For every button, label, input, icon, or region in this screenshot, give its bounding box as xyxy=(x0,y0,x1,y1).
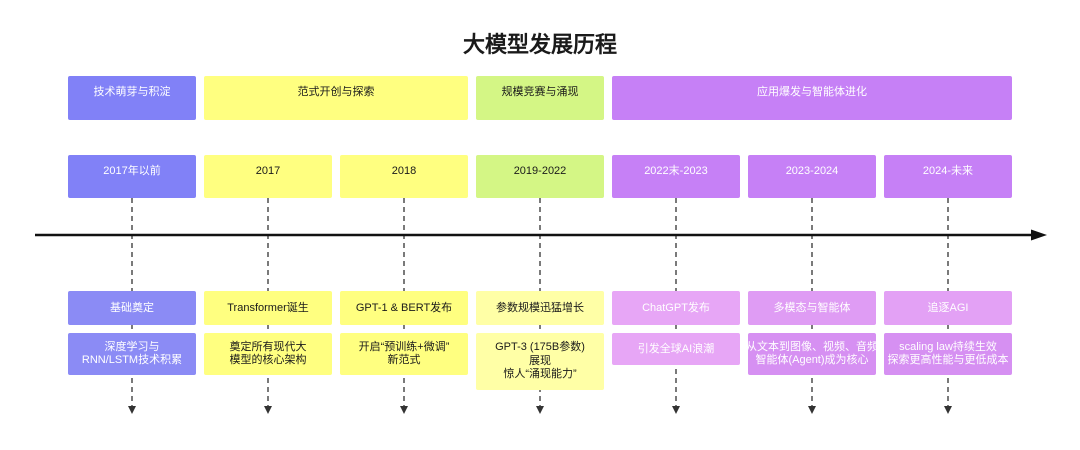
phase-label: 技术萌芽与积淀 xyxy=(93,85,171,98)
guide-arrowhead-7 xyxy=(944,406,952,414)
period-2-year-label: 2017 xyxy=(255,164,281,177)
period-2-year-box: 2017 xyxy=(204,155,332,198)
phase-label: 应用爆发与智能体进化 xyxy=(757,85,867,98)
guide-arrowhead-5 xyxy=(672,406,680,414)
period-4-year-label: 2019-2022 xyxy=(513,164,567,177)
period-3-event-title: GPT-1 & BERT发布 xyxy=(355,301,453,314)
period-5-year-label: 2022末-2023 xyxy=(644,164,708,177)
period-1-year-box: 2017年以前 xyxy=(68,155,196,198)
period-3-year-box: 2018 xyxy=(340,155,468,198)
period-4-detail-box: GPT-3 (175B参数) 展现 惊人“涌现能力” xyxy=(476,333,604,390)
period-1-year-label: 2017年以前 xyxy=(103,164,161,177)
period-7-year-label: 2024-未来 xyxy=(922,164,974,177)
timeline-arrowhead xyxy=(1031,229,1047,241)
period-3-year-label: 2018 xyxy=(391,164,417,177)
period-7-detail-box: scaling law持续生效 探索更高性能与更低成本 xyxy=(884,333,1012,375)
period-2-detail-line: 模型的核心架构 xyxy=(229,354,307,366)
period-6-event-box: 多模态与智能体 xyxy=(748,291,876,325)
guide-arrowheads xyxy=(128,406,952,414)
diagram-title: 大模型发展历程 xyxy=(462,32,617,57)
period-1-detail-line: 深度学习与 xyxy=(104,341,160,353)
phase-header-1: 技术萌芽与积淀 xyxy=(68,76,196,120)
period-3-detail-line: 开启“预训练+微调” xyxy=(358,341,450,353)
period-7-event-box: 追逐AGI xyxy=(884,291,1012,325)
period-4-event-box: 参数规模迅猛增长 xyxy=(476,291,604,325)
period-2-detail-box: 奠定所有现代大 模型的核心架构 xyxy=(204,333,332,375)
guide-arrowhead-1 xyxy=(128,406,136,414)
period-3-detail-box: 开启“预训练+微调” 新范式 xyxy=(340,333,468,375)
guide-arrowhead-3 xyxy=(400,406,408,414)
period-7-event-title: 追逐AGI xyxy=(927,301,969,314)
guide-arrowhead-2 xyxy=(264,406,272,414)
period-4-year-box: 2019-2022 xyxy=(476,155,604,198)
period-5-event-title: ChatGPT发布 xyxy=(642,301,710,314)
period-1-event-box: 基础奠定 xyxy=(68,291,196,325)
phase-header-2: 范式开创与探索 xyxy=(204,76,468,120)
period-5-detail-box: 引发全球AI浪潮 xyxy=(612,333,740,365)
period-6-event-title: 多模态与智能体 xyxy=(773,301,851,314)
period-4-detail-line: 展现 xyxy=(529,354,551,367)
period-4-detail-line: GPT-3 (175B参数) xyxy=(495,341,585,354)
phase-label: 规模竞赛与涌现 xyxy=(501,85,579,98)
period-5-detail-line: 引发全球AI浪潮 xyxy=(637,342,715,355)
period-7-detail-line: 探索更高性能与更低成本 xyxy=(887,354,1009,366)
phase-label: 范式开创与探索 xyxy=(297,85,375,98)
period-2-event-box: Transformer诞生 xyxy=(204,291,332,325)
period-7-year-box: 2024-未来 xyxy=(884,155,1012,198)
period-5-year-box: 2022末-2023 xyxy=(612,155,740,198)
period-1-event-title: 基础奠定 xyxy=(110,301,154,314)
period-6-detail-box: 从文本到图像、视频、音频 智能体(Agent)成为核心 xyxy=(746,333,878,375)
period-2-event-title: Transformer诞生 xyxy=(227,301,309,314)
period-1-detail-box: 深度学习与 RNN/LSTM技术积累 xyxy=(68,333,196,375)
phase-header-4: 应用爆发与智能体进化 xyxy=(612,76,1012,120)
period-7-detail-line: scaling law持续生效 xyxy=(899,341,997,353)
guide-arrowhead-6 xyxy=(808,406,816,414)
period-2-detail-line: 奠定所有现代大 xyxy=(229,341,307,353)
phase-header-3: 规模竞赛与涌现 xyxy=(476,76,604,120)
period-6-year-box: 2023-2024 xyxy=(748,155,876,198)
period-3-event-box: GPT-1 & BERT发布 xyxy=(340,291,468,325)
period-1-detail-line: RNN/LSTM技术积累 xyxy=(81,354,183,366)
period-4-detail-line: 惊人“涌现能力” xyxy=(503,368,577,381)
period-6-year-label: 2023-2024 xyxy=(785,164,839,177)
period-4-event-title: 参数规模迅猛增长 xyxy=(496,301,584,314)
period-3-detail-line: 新范式 xyxy=(387,354,421,366)
guide-arrowhead-4 xyxy=(536,406,544,414)
period-6-detail-line: 从文本到图像、视频、音频 xyxy=(746,341,878,353)
period-6-detail-line: 智能体(Agent)成为核心 xyxy=(755,354,869,366)
period-5-event-box: ChatGPT发布 xyxy=(612,291,740,325)
